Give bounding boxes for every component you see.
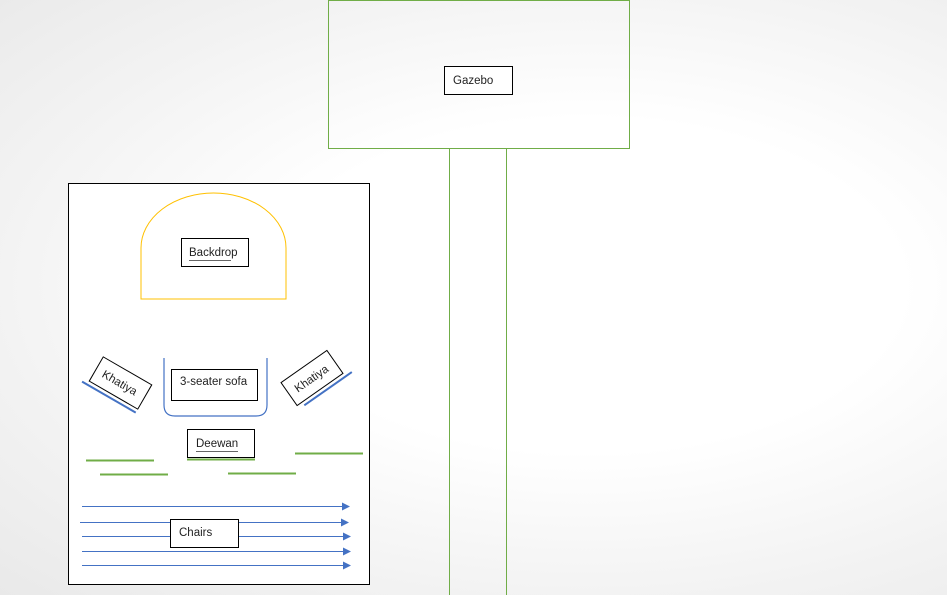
khatiya-left-base — [81, 380, 137, 414]
gazebo-label-box — [444, 66, 513, 95]
chairs-label-box — [170, 519, 239, 548]
khatiya-right-base — [303, 371, 353, 407]
backdrop-label: Backdrop — [189, 247, 238, 259]
backdrop-arch — [140, 192, 287, 300]
gazebo-label: Gazebo — [453, 75, 493, 87]
gazebo-area — [328, 0, 630, 149]
chairs-label: Chairs — [179, 527, 212, 539]
deewan-label: Deewan — [196, 438, 238, 450]
deewan-label-box — [187, 429, 255, 458]
sofa-outline — [163, 358, 268, 417]
backdrop-label-box — [181, 238, 249, 267]
sofa-label-box — [171, 369, 258, 401]
deewan-seating-lines — [86, 452, 363, 476]
sofa-label: 3-seater sofa — [180, 376, 248, 388]
